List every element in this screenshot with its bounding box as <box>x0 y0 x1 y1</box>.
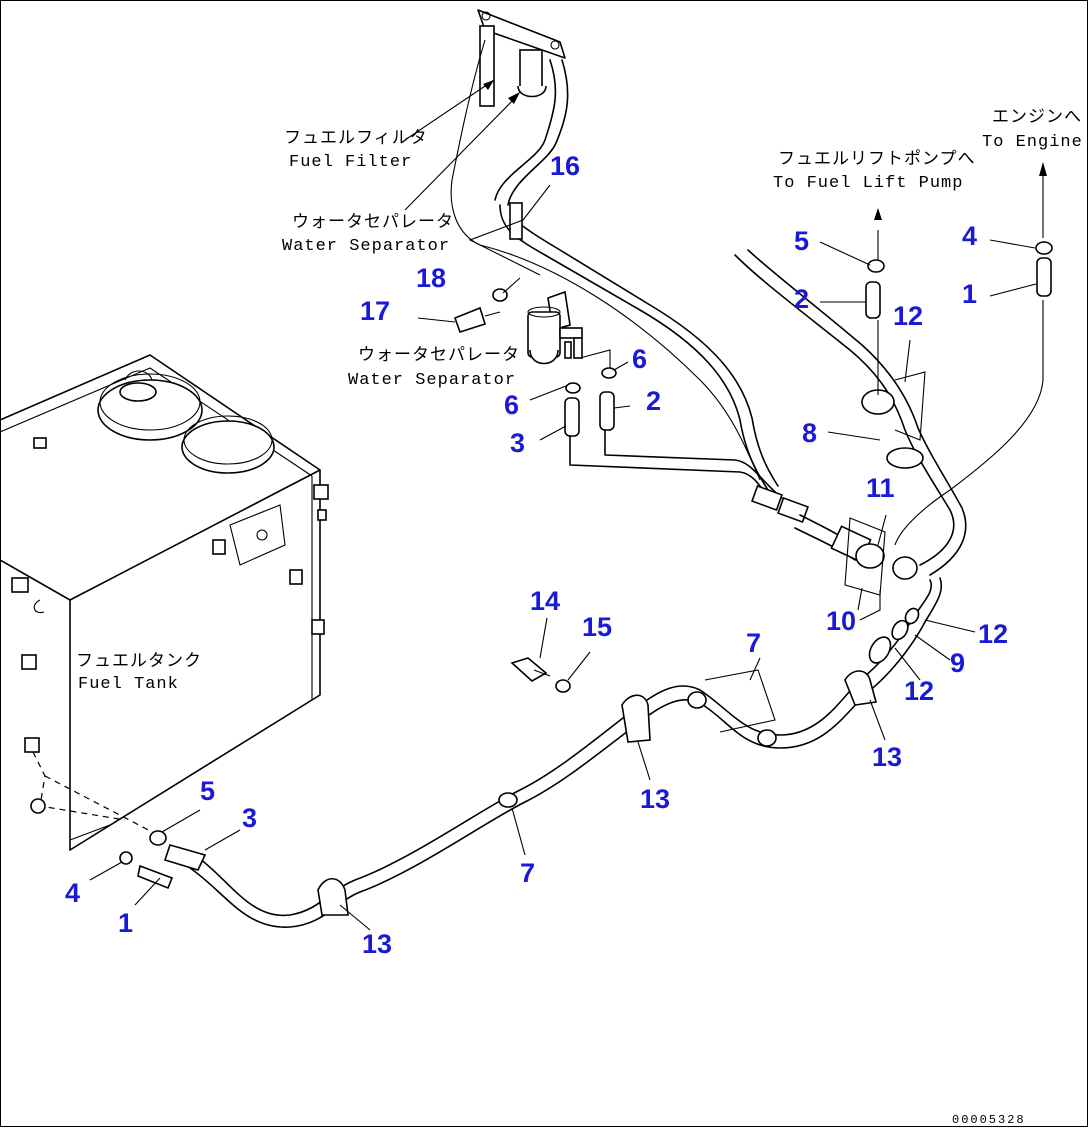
small-parts <box>119 241 1053 890</box>
callout-8: 8 <box>802 418 817 448</box>
callout-7-a: 7 <box>746 628 761 658</box>
callout-12-top: 12 <box>893 301 923 331</box>
callout-9: 9 <box>950 648 965 678</box>
fuel-filter-label-en: Fuel Filter <box>289 153 412 172</box>
fuel-tank <box>0 354 329 851</box>
fuel-tank-label-en: Fuel Tank <box>78 675 179 694</box>
water-separator-top-label-jp: ウォータセパレータ <box>292 212 454 233</box>
callout-2-mid: 2 <box>646 386 661 416</box>
engine-label-en: To Engine <box>982 133 1083 152</box>
callout-15: 15 <box>582 612 612 642</box>
tank-return-hose <box>189 577 943 928</box>
callout-5-bot: 5 <box>200 776 215 806</box>
callout-6-a: 6 <box>632 344 647 374</box>
callout-17: 17 <box>360 296 390 326</box>
fuel-filter-assembly <box>450 9 569 246</box>
callout-6-b: 6 <box>504 390 519 420</box>
water-separator-unit <box>527 290 611 372</box>
callout-2-top: 2 <box>794 284 809 314</box>
callout-11: 11 <box>866 473 895 503</box>
document-id: 00005328 <box>952 1113 1026 1127</box>
callout-1-top: 1 <box>962 279 977 309</box>
callout-4-bot: 4 <box>65 878 80 908</box>
fuel-hoses <box>479 202 918 621</box>
callout-12-b: 12 <box>904 676 934 706</box>
callout-14: 14 <box>530 586 560 616</box>
fuel-filter-label-jp: フュエルフィルタ <box>284 128 428 149</box>
callout-3-bot: 3 <box>242 803 257 833</box>
leader-lines <box>69 79 1037 931</box>
water-separator-mid-label-jp: ウォータセパレータ <box>358 345 520 366</box>
engine-label-jp: エンジンへ <box>992 108 1082 128</box>
water-separator-mid-label-en: Water Separator <box>348 371 516 390</box>
callout-13-c: 13 <box>362 929 392 959</box>
callout-4-top: 4 <box>962 221 977 251</box>
callout-13-a: 13 <box>872 742 902 772</box>
callout-13-b: 13 <box>640 784 670 814</box>
callout-3-mid: 3 <box>510 428 525 458</box>
callout-10: 10 <box>826 606 856 636</box>
lift-pump-label-en: To Fuel Lift Pump <box>773 174 963 193</box>
callout-5-top: 5 <box>794 226 809 256</box>
water-separator-top-label-en: Water Separator <box>282 237 450 256</box>
lift-pump-label-jp: フュエルリフトポンプへ <box>778 149 976 170</box>
callout-7-b: 7 <box>520 858 535 888</box>
callout-1-bot: 1 <box>118 908 133 938</box>
callout-16: 16 <box>550 151 580 181</box>
fuel-tank-label-jp: フュエルタンク <box>76 651 202 672</box>
callout-12-r: 12 <box>978 619 1008 649</box>
callout-18: 18 <box>416 263 446 293</box>
